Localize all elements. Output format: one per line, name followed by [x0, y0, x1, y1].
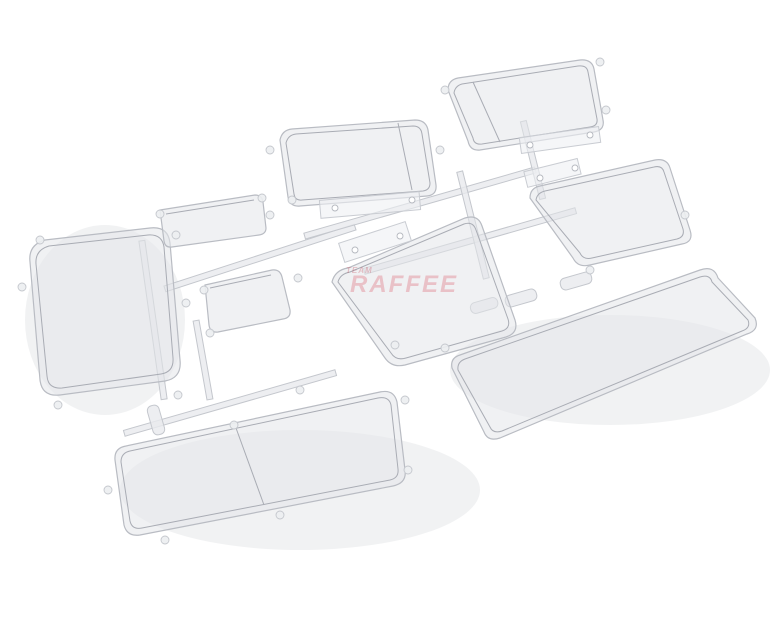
small-bar-lens-top-left [155, 193, 275, 248]
rectangular-window-top-right [440, 57, 611, 155]
trapezoid-window-right [523, 157, 692, 275]
small-square-lens-center-left [199, 269, 303, 338]
rectangular-window-top-center [265, 119, 445, 219]
trapezoid-window-center [331, 216, 517, 367]
split-window-bottom-left [103, 385, 413, 545]
long-window-bottom-right [451, 268, 757, 440]
tall-rounded-window-left [17, 227, 191, 410]
